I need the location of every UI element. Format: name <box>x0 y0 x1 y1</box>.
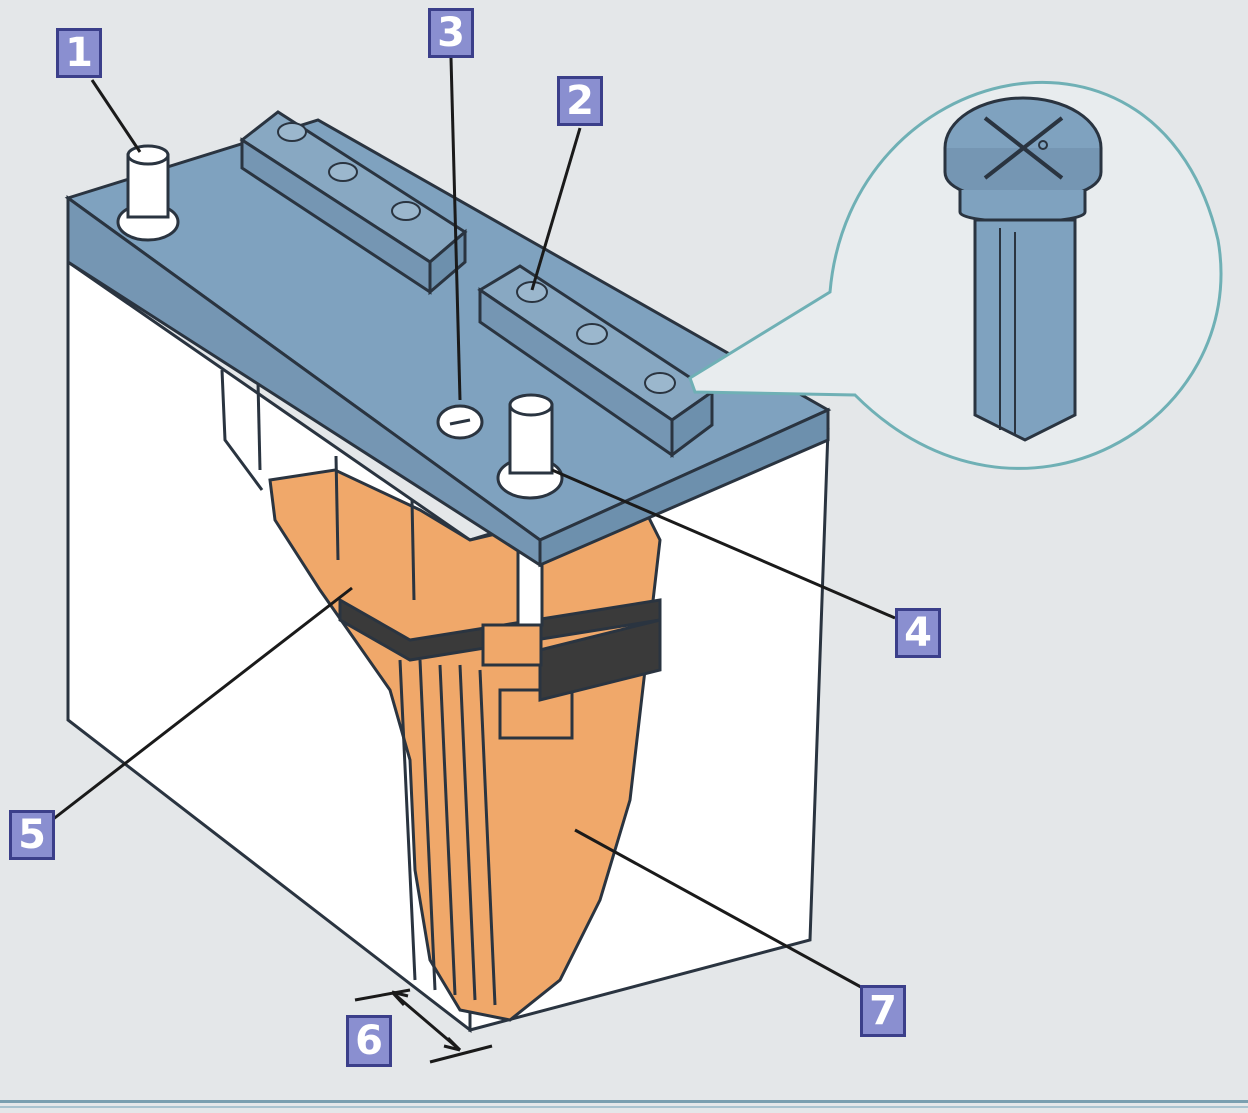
label-4: 4 <box>895 608 941 658</box>
vent-cap-strip-front <box>477 264 715 458</box>
terminal-post-negative <box>116 144 180 242</box>
terminal-post-positive <box>496 393 564 500</box>
label-3: 3 <box>428 8 474 58</box>
label-7: 7 <box>860 985 906 1037</box>
label-5: 5 <box>9 810 55 860</box>
label-6: 6 <box>346 1015 392 1067</box>
vent-cap-strip-rear <box>239 110 468 296</box>
footer-divider <box>0 1100 1248 1108</box>
charge-indicator-eye <box>436 404 484 440</box>
vent-plug-callout <box>688 80 1223 470</box>
lead-plates <box>338 597 662 1006</box>
label-2: 2 <box>557 76 603 126</box>
label-1: 1 <box>56 28 102 78</box>
lid-side-edge <box>66 195 542 568</box>
leader-lines <box>51 57 896 1064</box>
